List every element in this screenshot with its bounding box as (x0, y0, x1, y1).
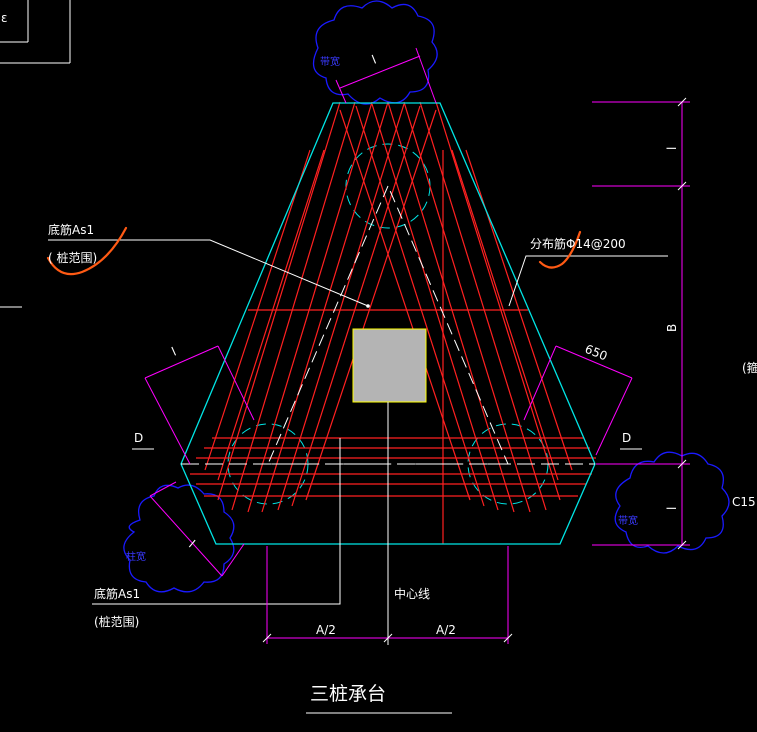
revision-clouds (123, 0, 730, 593)
leader-dot (366, 304, 370, 308)
rebar-group (190, 101, 596, 544)
frame-text-fragment: ε (1, 11, 8, 25)
frame-fragment (0, 0, 71, 308)
center-line-label: 中心线 (394, 586, 430, 601)
dimension-ticks (262, 97, 687, 643)
right-edge-mark: (箍 (742, 360, 757, 375)
bottom-rebar-label-bottom: 底筋As1 (94, 586, 140, 601)
pile-range-label-top: ( 桩范围) (48, 250, 97, 265)
cloud-left-text: 柱宽 (126, 550, 146, 563)
dim-l-right: l (665, 147, 679, 150)
dim-650: 650 (583, 342, 609, 364)
dimension-lines (144, 47, 690, 644)
cloud-top-text: 带宽 (320, 55, 340, 68)
dim-l-top: l (370, 53, 378, 67)
dim-l-left: l (170, 345, 179, 359)
dim-half-right: A/2 (436, 623, 456, 637)
section-d-left: D (134, 431, 143, 445)
section-d-right: D (622, 431, 631, 445)
cloud-left (123, 484, 235, 593)
dim-b: B (665, 324, 679, 332)
dim-l-vertical-bottom: l (665, 507, 679, 510)
leader-lines (48, 239, 668, 605)
dim-half-left: A/2 (316, 623, 336, 637)
concrete-grade-label: C15 (732, 495, 756, 509)
distribution-rebar-label: 分布筋Φ14@200 (530, 236, 626, 251)
cloud-top (312, 0, 438, 105)
drawing-title: 三桩承台 (310, 683, 386, 705)
column-square (352, 328, 427, 403)
dim-l-bottom-left: l (186, 538, 198, 551)
cloud-right (614, 451, 730, 554)
cloud-right-text: 带宽 (618, 514, 638, 527)
bottom-rebar-label-top: 底筋As1 (48, 222, 94, 237)
pile-range-label-bottom: (桩范围) (94, 614, 139, 629)
hand-annotations (46, 226, 582, 276)
